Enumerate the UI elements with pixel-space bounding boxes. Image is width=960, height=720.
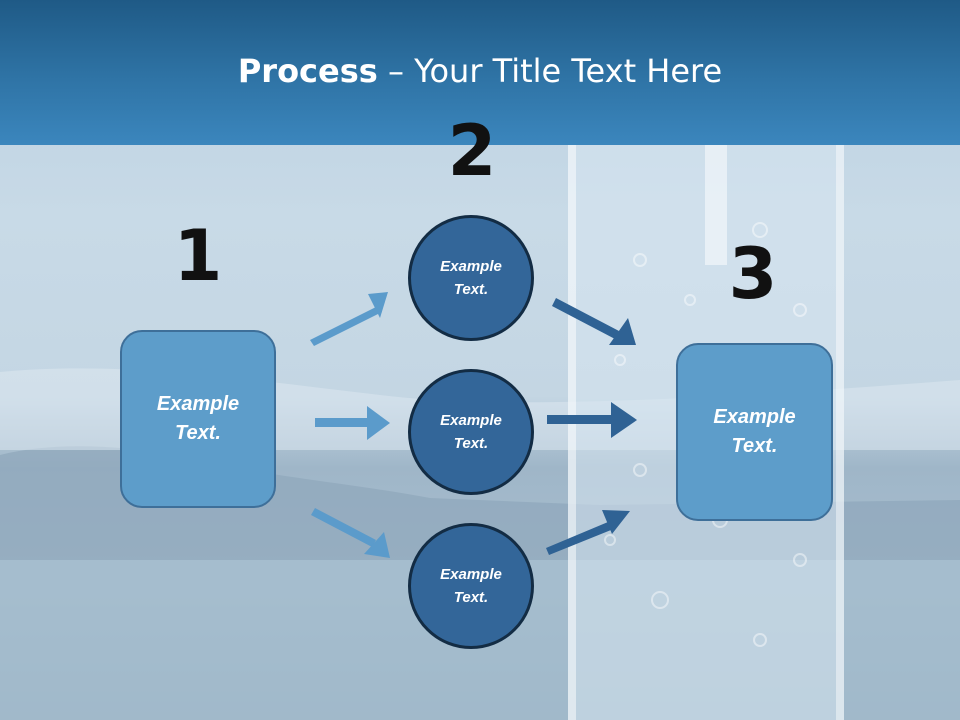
arrow-1-to-2-top [310,292,388,346]
arrow-1-to-2-bottom [311,508,390,558]
step-2-circle-bottom: Example Text. [408,523,534,649]
step-3-number: 3 [728,233,778,315]
arrow-2-to-3-bottom [546,510,630,555]
step-2-circle-middle: Example Text. [408,369,534,495]
step-1-number: 1 [173,215,223,297]
title-bar [0,0,960,145]
slide-title: Process – Your Title Text Here [0,52,960,90]
step-2-circle-top: Example Text. [408,215,534,341]
step-2-number: 2 [447,110,497,192]
arrow-2-to-3-mid [547,402,637,438]
arrow-1-to-2-mid [315,406,390,440]
step-3-box: Example Text. [676,343,833,521]
arrow-2-to-3-top [552,298,636,345]
title-rest: – Your Title Text Here [377,52,723,90]
step-1-box: Example Text. [120,330,276,508]
title-bold: Process [237,52,378,90]
